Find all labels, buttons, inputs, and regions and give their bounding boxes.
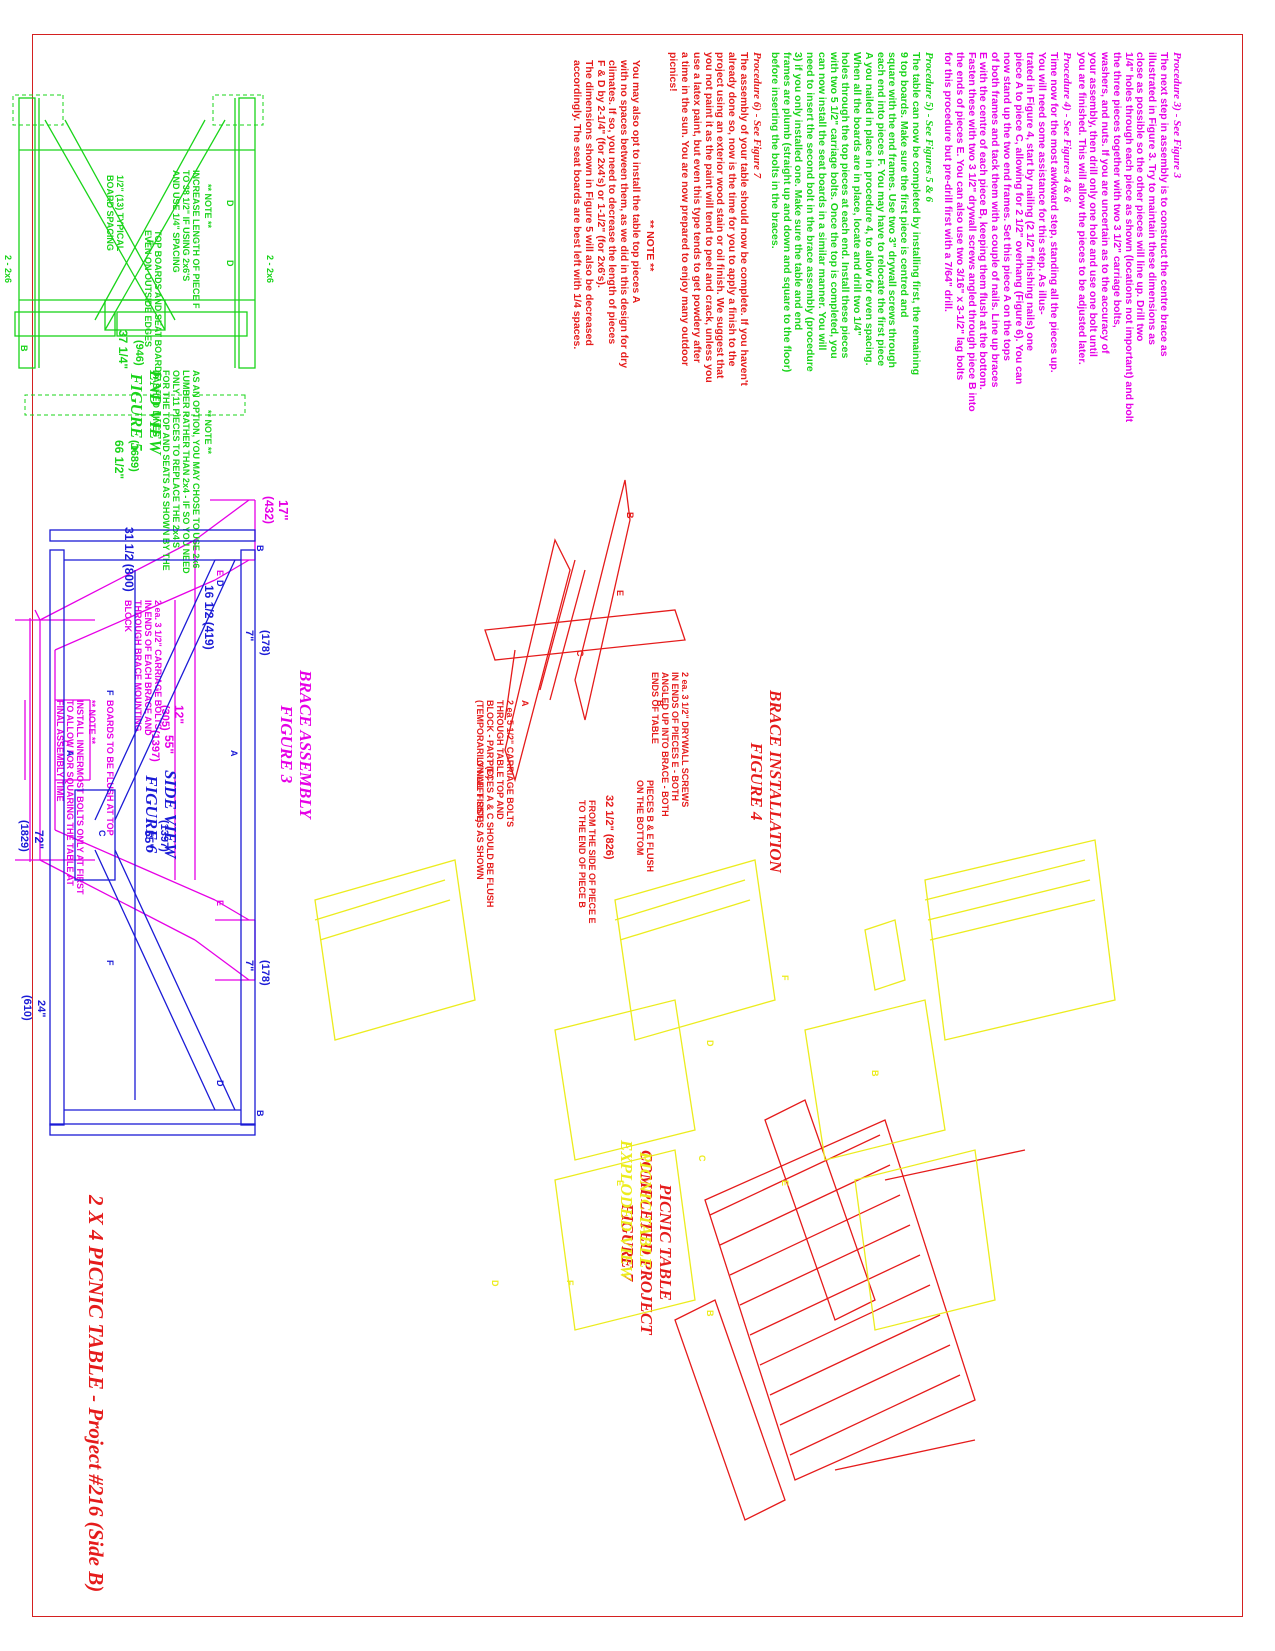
exploded-part-f1: F: [780, 975, 790, 981]
exploded-part-d2: D: [490, 1280, 500, 1287]
exploded-part-d1: D: [705, 1040, 715, 1047]
exploded-view-label: PICNIC TABLE EXPLODED VIEW: [616, 1140, 655, 1281]
drawing-border: [32, 34, 1243, 1617]
exploded-part-f2: F: [565, 1280, 575, 1286]
exploded-part-c: C: [697, 1155, 707, 1162]
exploded-part-b1: B: [870, 1070, 880, 1077]
exploded-part-b2: B: [705, 1310, 715, 1317]
project-title: 2 X 4 PICNIC TABLE - Project #216 (Side …: [84, 1195, 108, 1593]
exploded-part-e1: E: [780, 1180, 790, 1187]
